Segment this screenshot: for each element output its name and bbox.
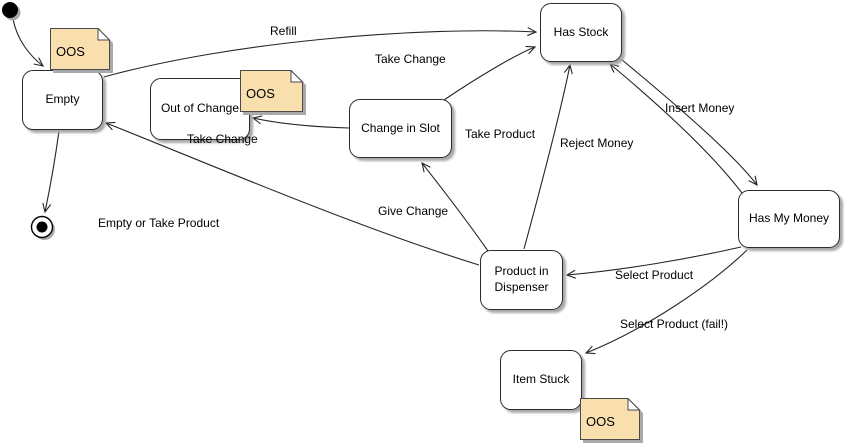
transition-label-empty-or-take-product: Empty or Take Product	[98, 216, 220, 230]
note-shape	[240, 70, 306, 115]
transition-refill[interactable]	[103, 27, 538, 78]
state-label-change-in-slot: Change in Slot	[361, 120, 440, 135]
state-change-in-slot[interactable]: Change in Slot	[349, 99, 452, 158]
note-oos-out-of-change[interactable]: OOS	[240, 70, 307, 116]
state-product-in-dispenser[interactable]: Product in Dispenser	[480, 250, 563, 310]
note-fold-icon	[627, 398, 641, 411]
state-label-item-stuck: Item Stuck	[512, 372, 570, 387]
transition-empty-to-final[interactable]	[42, 130, 60, 214]
state-label-has-my-money: Has My Money	[748, 211, 830, 226]
transition-take-change-to-out-of-change[interactable]	[251, 115, 350, 129]
transition-label-insert-money: Insert Money	[665, 101, 735, 115]
transition-label-take-product: Take Product	[465, 127, 536, 141]
state-has-stock[interactable]: Has Stock	[540, 3, 622, 62]
note-body	[580, 398, 640, 440]
transition-label-select-product-fail: Select Product (fail!)	[620, 317, 729, 331]
note-oos-empty[interactable]: OOS	[50, 28, 114, 74]
note-body	[240, 70, 303, 112]
transition-select-product-fail[interactable]	[584, 249, 748, 355]
note-label-oos-item-stuck: OOS	[586, 413, 615, 429]
transition-select-product[interactable]	[565, 246, 742, 279]
transition-label-refill: Refill	[270, 24, 297, 38]
initial-state-dot	[2, 2, 18, 18]
transition-take-change-to-has-stock[interactable]	[443, 45, 537, 101]
final-state-dot	[36, 221, 48, 233]
transition-label-give-change: Give Change	[378, 204, 449, 218]
state-item-stuck[interactable]: Item Stuck	[500, 350, 582, 410]
state-label-out-of-change: Out of Change	[160, 101, 240, 116]
transition-insert-money[interactable]	[620, 58, 758, 187]
note-oos-item-stuck[interactable]: OOS	[580, 398, 644, 444]
note-fold-icon	[290, 70, 304, 83]
state-empty[interactable]: Empty	[22, 70, 103, 130]
state-label-product-in-dispenser: Product in Dispenser	[494, 264, 549, 294]
transition-label-reject-money: Reject Money	[560, 136, 634, 150]
final-state[interactable]	[30, 215, 56, 241]
state-out-of-change[interactable]: Out of Change	[150, 78, 250, 140]
note-fold-icon	[97, 28, 111, 41]
state-label-empty: Empty	[45, 92, 80, 107]
transition-label-take-change-to-has-stock: Take Change	[375, 52, 446, 66]
note-label-oos-empty: OOS	[56, 43, 85, 59]
transition-empty-or-take-product[interactable]	[104, 121, 480, 266]
state-has-my-money[interactable]: Has My Money	[738, 190, 840, 248]
note-label-oos-out-of-change: OOS	[246, 85, 275, 101]
transition-initial-to-empty[interactable]	[12, 18, 45, 67]
transition-take-product[interactable]	[523, 63, 573, 250]
transition-reject-money[interactable]	[609, 63, 743, 194]
initial-state[interactable]	[2, 2, 21, 21]
note-shape	[580, 398, 643, 443]
transition-label-take-change-to-out-of-change: Take Change	[187, 132, 258, 146]
note-shape	[50, 28, 113, 73]
state-label-has-stock: Has Stock	[553, 24, 609, 39]
transition-label-select-product: Select Product	[615, 268, 694, 282]
note-body	[50, 28, 110, 70]
transition-give-change[interactable]	[421, 161, 489, 252]
